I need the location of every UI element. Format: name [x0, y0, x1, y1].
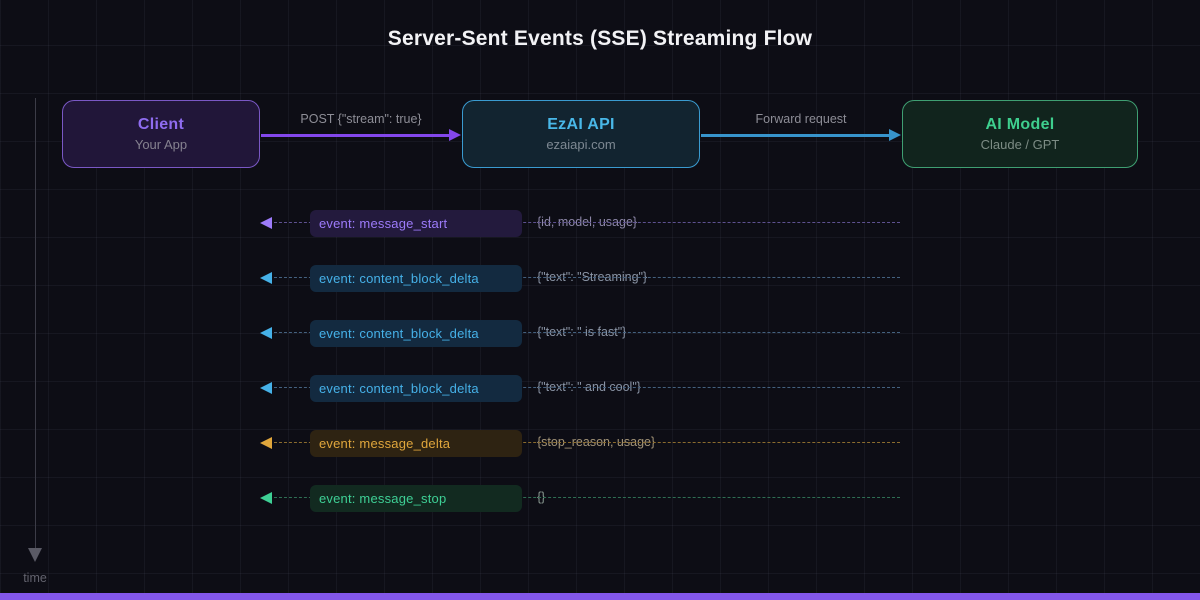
page-title: Server-Sent Events (SSE) Streaming Flow [387, 27, 813, 50]
time-axis-arrowhead-icon [28, 548, 42, 562]
arrow-label: Forward request [755, 112, 847, 126]
event-dashed-line [274, 277, 900, 278]
event-pill: event: content_block_delta [310, 375, 522, 402]
arrowhead-icon [889, 129, 901, 141]
event-label: event: message_stop [319, 491, 447, 506]
event-dashed-line [274, 332, 900, 333]
node-ai-model-title: AI Model [985, 116, 1055, 133]
node-ezai-api-subtitle: ezaiapi.com [546, 137, 616, 152]
event-row-content-delta-3: event: content_block_delta {"text": " an… [0, 375, 1200, 402]
event-row-content-delta-2: event: content_block_delta {"text": " is… [0, 320, 1200, 347]
arrow-line [701, 134, 892, 137]
node-ai-model: AI Model Claude / GPT [902, 100, 1138, 168]
request-arrow-forward: Forward request [701, 112, 901, 141]
left-arrowhead-icon [260, 382, 272, 394]
left-arrowhead-icon [260, 327, 272, 339]
node-client-subtitle: Your App [134, 137, 188, 152]
event-pill: event: content_block_delta [310, 320, 522, 347]
event-row-message-stop: event: message_stop {} [0, 485, 1200, 512]
event-row-message-start: event: message_start {id, model, usage} [0, 210, 1200, 237]
event-label: event: content_block_delta [319, 271, 479, 286]
event-dashed-line [274, 387, 900, 388]
request-arrow-post: POST {"stream": true} [261, 112, 461, 141]
left-arrowhead-icon [260, 217, 272, 229]
event-label: event: content_block_delta [319, 381, 479, 396]
arrowhead-icon [449, 129, 461, 141]
left-arrowhead-icon [260, 492, 272, 504]
event-dashed-line [274, 442, 900, 443]
event-pill: event: message_start [310, 210, 522, 237]
left-arrowhead-icon [260, 437, 272, 449]
footer-accent-bar [0, 593, 1200, 600]
node-ezai-api-title: EzAI API [547, 116, 615, 133]
event-row-content-delta-1: event: content_block_delta {"text": "Str… [0, 265, 1200, 292]
event-dashed-line [274, 497, 900, 498]
event-label: event: message_delta [319, 436, 451, 451]
node-ai-model-subtitle: Claude / GPT [980, 137, 1060, 152]
event-pill: event: message_delta [310, 430, 522, 457]
event-label: event: message_start [319, 216, 448, 231]
arrow-label: POST {"stream": true} [300, 112, 422, 126]
event-pill: event: message_stop [310, 485, 522, 512]
node-client: Client Your App [62, 100, 260, 168]
event-pill: event: content_block_delta [310, 265, 522, 292]
arrow-line [261, 134, 452, 137]
time-axis-label: time [23, 571, 47, 585]
node-client-title: Client [137, 116, 185, 133]
event-label: event: content_block_delta [319, 326, 479, 341]
left-arrowhead-icon [260, 272, 272, 284]
event-dashed-line [274, 222, 900, 223]
event-row-message-delta: event: message_delta {stop_reason, usage… [0, 430, 1200, 457]
time-axis-line [35, 98, 36, 548]
node-ezai-api: EzAI API ezaiapi.com [462, 100, 700, 168]
